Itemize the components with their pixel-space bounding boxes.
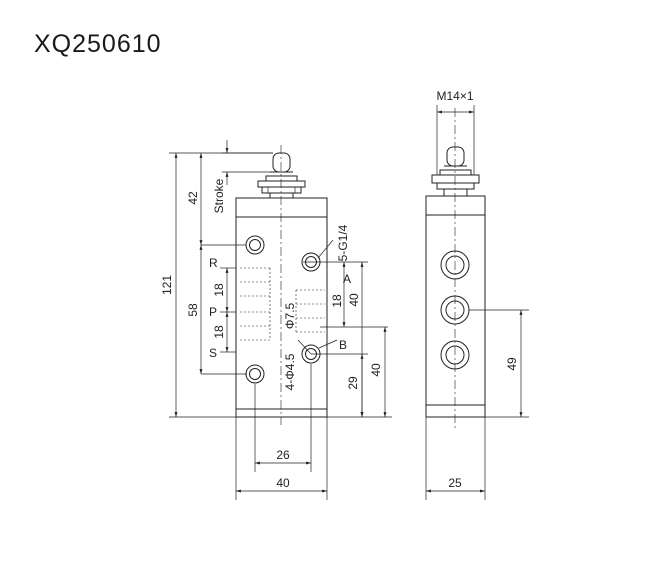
hidden-lines	[240, 267, 325, 341]
dim-p-to-s: 18	[212, 325, 226, 339]
side-plunger	[431, 146, 480, 196]
dim-hole-spacing: 26	[276, 448, 290, 462]
port-thread-label: 5-G1/4	[336, 224, 350, 261]
dim-top-to-port: 42	[186, 191, 200, 205]
port-s-circle	[245, 364, 265, 384]
dim-overall-height: 121	[160, 275, 174, 295]
dim-a-height: 40	[347, 293, 361, 307]
dim-body-width: 40	[276, 476, 290, 490]
dim-side-width: 25	[448, 476, 462, 490]
stroke-label: Stroke	[212, 178, 226, 213]
pilot-hole-label: Φ7.5	[283, 303, 297, 330]
dim-right-40: 40	[369, 363, 383, 377]
dim-b-height: 29	[346, 376, 360, 390]
mount-holes-label: 4-Φ4.5	[283, 353, 297, 390]
side-view	[425, 105, 529, 500]
port-r-label: R	[209, 256, 218, 270]
model-title: XQ250610	[34, 30, 162, 58]
dim-r-to-p: 18	[212, 283, 226, 297]
side-thread-label: M14×1	[436, 89, 473, 103]
front-view	[169, 140, 392, 500]
side-port-bottom	[440, 340, 470, 370]
port-r-circle	[245, 235, 265, 255]
plunger	[257, 152, 306, 198]
port-b-label: B	[339, 338, 347, 352]
dim-a-to-b: 18	[330, 294, 344, 308]
side-body	[425, 195, 486, 418]
port-p-label: P	[209, 305, 217, 319]
dim-side-height: 49	[505, 357, 519, 371]
port-a-label: A	[343, 272, 351, 286]
dim-body-span: 58	[186, 303, 200, 317]
side-port-top	[440, 250, 470, 280]
port-s-label: S	[209, 346, 217, 360]
front-body	[235, 197, 328, 418]
